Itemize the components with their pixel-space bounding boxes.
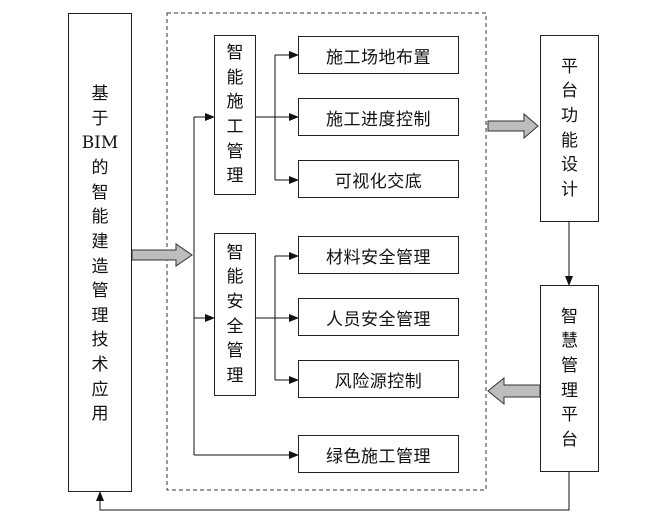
platform-design-char: 能 (561, 130, 578, 151)
bim-application-box: 基 于 BIM 的 智 能 建 造 管 理 技 术 应 用 (68, 13, 132, 492)
arrow-feedback-loop (96, 472, 570, 511)
left-box-char: 基 (91, 84, 109, 105)
left-box-char: 于 (91, 108, 109, 129)
left-box-char: BIM (81, 133, 119, 154)
group-char: 管 (226, 141, 244, 162)
block-arrow-platform-to-modules (487, 376, 541, 406)
item-personnel-safety: 人员安全管理 (298, 298, 459, 336)
left-box-char: 应 (91, 379, 109, 400)
platform-design-box: 平 台 功 能 设 计 (540, 35, 599, 222)
left-box-char: 用 (91, 404, 109, 425)
block-arrow-modules-to-platform (487, 112, 539, 140)
left-box-char: 造 (91, 256, 109, 277)
smart-platform-char: 台 (561, 429, 578, 450)
left-box-char: 技 (91, 330, 109, 351)
group-char: 全 (226, 316, 244, 337)
block-arrow-left-to-modules (131, 243, 193, 267)
left-box-char: 术 (91, 355, 109, 376)
smart-platform-char: 慧 (561, 331, 578, 352)
group-char: 管 (226, 341, 244, 362)
item-risk-control: 风险源控制 (298, 360, 459, 398)
group-char: 工 (226, 117, 244, 137)
left-box-char: 理 (91, 305, 109, 326)
group-char: 能 (226, 67, 244, 88)
platform-design-char: 功 (561, 105, 578, 126)
item-green-construction: 绿色施工管理 (298, 435, 459, 473)
smart-platform-char: 平 (561, 405, 578, 426)
item-material-safety: 材料安全管理 (298, 236, 459, 274)
group-char: 能 (226, 267, 244, 288)
platform-design-char: 计 (561, 179, 578, 200)
item-progress-control: 施工进度控制 (298, 98, 459, 136)
left-box-char: 建 (91, 231, 109, 252)
group-char: 智 (226, 43, 244, 64)
platform-design-char: 台 (561, 81, 578, 102)
smart-safety-group: 智 能 安 全 管 理 (214, 233, 256, 396)
group-char: 智 (226, 242, 244, 263)
item-visual-briefing: 可视化交底 (298, 160, 459, 198)
left-box-char: 管 (91, 281, 109, 302)
smart-platform-char: 智 (561, 306, 578, 327)
group-char: 安 (226, 291, 244, 312)
smart-platform-char: 管 (561, 355, 578, 376)
left-box-char: 的 (91, 157, 109, 178)
left-box-char: 智 (91, 182, 109, 203)
smart-platform-char: 理 (561, 380, 578, 401)
group-char: 理 (226, 166, 244, 187)
item-site-layout: 施工场地布置 (298, 36, 459, 74)
left-box-char: 能 (91, 207, 109, 228)
smart-platform-box: 智 慧 管 理 平 台 (540, 285, 599, 472)
smart-construction-group: 智 能 施 工 管 理 (214, 35, 256, 195)
group-char: 理 (226, 365, 244, 386)
platform-design-char: 平 (561, 56, 578, 77)
group-char: 施 (226, 92, 244, 113)
platform-design-char: 设 (561, 155, 578, 176)
